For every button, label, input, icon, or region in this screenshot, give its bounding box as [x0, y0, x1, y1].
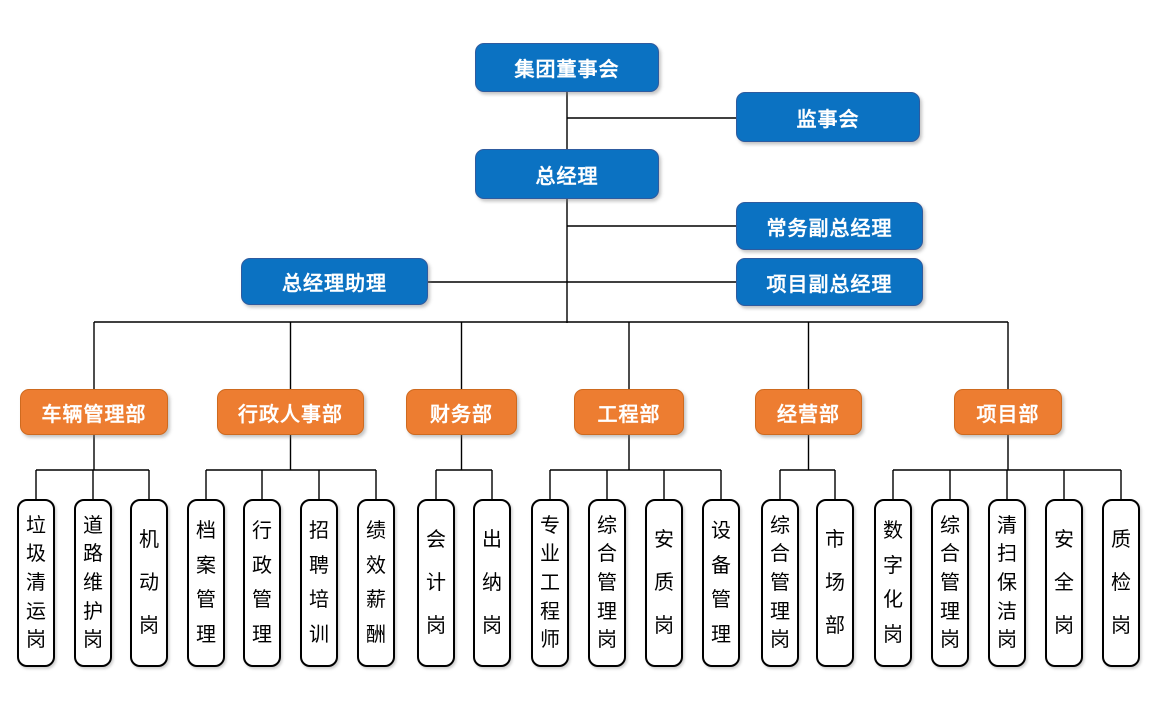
- pos-comprehensive-mgmt-engineering: 综合管理岗: [588, 499, 626, 667]
- gm-assistant-node: 总经理助理: [241, 258, 428, 305]
- executive-deputy-gm-node: 常务副总经理: [736, 202, 923, 250]
- board-of-directors-node: 集团董事会: [475, 43, 659, 92]
- engineering-dept-node: 工程部: [574, 389, 684, 435]
- admin-hr-dept-node: 行政人事部: [217, 389, 364, 435]
- pos-archives-management: 档案管理: [187, 499, 225, 667]
- finance-dept-node: 财务部: [406, 389, 517, 435]
- pos-cashier: 出纳岗: [473, 499, 511, 667]
- business-dept-node: 经营部: [755, 389, 862, 435]
- pos-comprehensive-mgmt-project: 综合管理岗: [931, 499, 969, 667]
- pos-safety: 安全岗: [1045, 499, 1083, 667]
- pos-professional-engineer: 专业工程师: [531, 499, 569, 667]
- pos-equipment-management: 设备管理: [702, 499, 740, 667]
- pos-admin-management: 行政管理: [243, 499, 281, 667]
- project-deputy-gm-node: 项目副总经理: [736, 258, 923, 306]
- pos-road-maintenance: 道路维护岗: [74, 499, 112, 667]
- pos-recruitment-training: 招聘培训: [300, 499, 338, 667]
- supervisory-board-node: 监事会: [736, 92, 920, 142]
- pos-quality-inspection: 质检岗: [1102, 499, 1140, 667]
- pos-cleaning: 清扫保洁岗: [988, 499, 1026, 667]
- pos-mobile: 机动岗: [130, 499, 168, 667]
- project-dept-node: 项目部: [954, 389, 1062, 435]
- pos-safety-quality: 安质岗: [645, 499, 683, 667]
- general-manager-node: 总经理: [475, 149, 659, 199]
- pos-garbage-clearing: 垃圾清运岗: [17, 499, 55, 667]
- pos-market: 市场部: [816, 499, 854, 667]
- pos-performance-compensation: 绩效薪酬: [357, 499, 395, 667]
- pos-digitalization: 数字化岗: [874, 499, 912, 667]
- vehicle-management-dept-node: 车辆管理部: [20, 389, 168, 435]
- pos-accounting: 会计岗: [417, 499, 455, 667]
- pos-comprehensive-mgmt-business: 综合管理岗: [761, 499, 799, 667]
